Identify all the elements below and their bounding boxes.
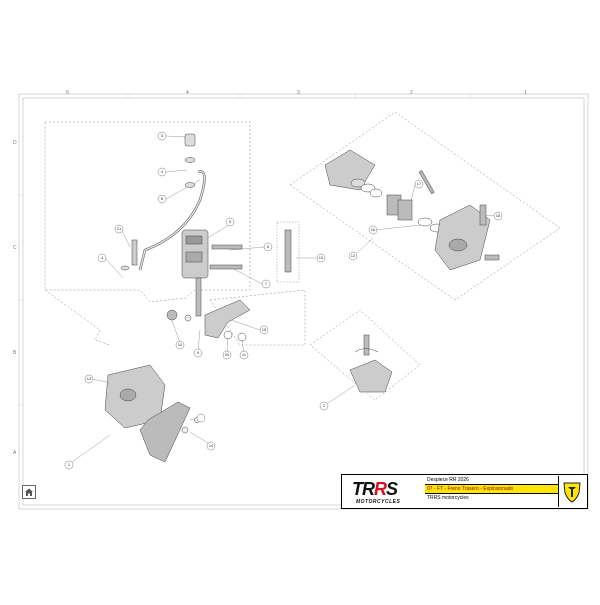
brand-logo: TRRS MOTORCYCLES xyxy=(344,477,424,507)
callout-number: 15 xyxy=(261,327,267,332)
caliper-exploded xyxy=(324,149,500,271)
callout-number: 3 xyxy=(160,133,164,138)
callout-number: 2 xyxy=(322,403,326,408)
callout-number: 6 xyxy=(266,244,270,249)
brake-pedal xyxy=(166,299,251,342)
column-label: 1 xyxy=(524,90,527,96)
column-label: 3 xyxy=(297,90,300,96)
callout-number: 1 xyxy=(67,462,71,467)
drawing-title: Despiece RR 2026 xyxy=(425,476,558,485)
sheet-border xyxy=(18,93,589,510)
callout-number: 17 xyxy=(416,181,422,186)
home-icon xyxy=(25,488,33,496)
callout-number: 11 xyxy=(241,352,247,357)
row-label: B xyxy=(13,350,17,356)
column-label: 4 xyxy=(186,90,189,96)
callout-number: 7 xyxy=(264,281,268,286)
callout-number: 4 xyxy=(160,169,164,174)
callout-number: 21 xyxy=(116,226,122,231)
group-outlines xyxy=(44,111,561,401)
pedal-tip xyxy=(349,334,393,393)
callout-number: 12 xyxy=(350,253,356,258)
callout-number: 16 xyxy=(370,227,376,232)
logo-subtitle: MOTORCYCLES xyxy=(356,499,401,505)
callout-number: 13 xyxy=(86,376,92,381)
callout-number: 10 xyxy=(177,342,183,347)
callout-number: 19 xyxy=(318,255,324,260)
grid-ticks xyxy=(19,94,471,406)
row-label: C xyxy=(13,245,17,251)
callout-number: 14 xyxy=(208,443,214,448)
trrs-shield-icon xyxy=(558,476,585,507)
title-block: TRRS MOTORCYCLES Despiece RR 2026 07 - F… xyxy=(341,474,588,509)
callout-number: 4 xyxy=(100,255,104,260)
logo-wordmark: TRRS xyxy=(352,479,398,499)
row-label: D xyxy=(13,140,17,146)
leader-lines xyxy=(71,135,496,463)
callout-number: 8 xyxy=(160,196,164,201)
callout-number: 9 xyxy=(196,350,200,355)
home-button[interactable] xyxy=(22,485,36,499)
column-label: 2 xyxy=(410,90,413,96)
callout-number: 18 xyxy=(495,213,501,218)
callout-number: 20 xyxy=(224,352,230,357)
callout-circles xyxy=(64,131,503,470)
callout-number: 5 xyxy=(228,219,232,224)
caliper-assembly xyxy=(104,364,200,463)
master-cylinder-assembly xyxy=(120,133,292,317)
drawing-subtitle: 07 - FT - Freno Trasero - Explosionado xyxy=(425,485,558,494)
sheet-inner-border xyxy=(22,97,585,506)
title-block-text: Despiece RR 2026 07 - FT - Freno Trasero… xyxy=(425,475,558,508)
column-label: 5 xyxy=(66,90,69,96)
row-label: A xyxy=(13,450,17,456)
company-name: TRRS motorcycles xyxy=(427,495,469,501)
